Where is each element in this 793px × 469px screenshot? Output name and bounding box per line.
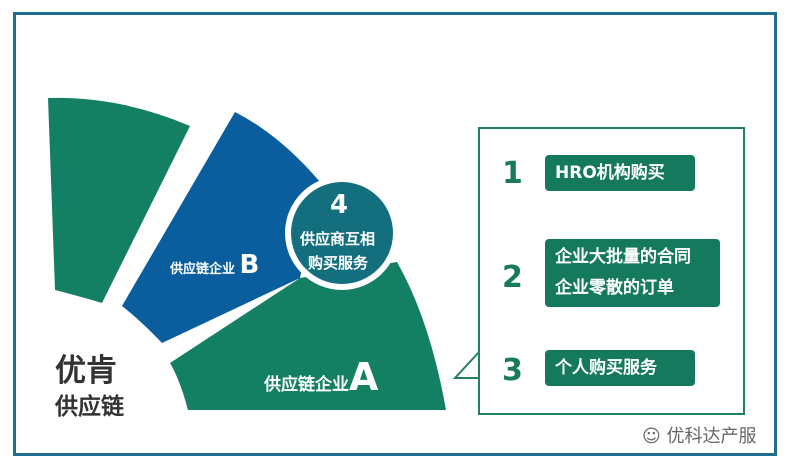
item-1-number: 1 xyxy=(502,156,523,191)
segment-top-green xyxy=(48,97,190,303)
circle-number: 4 xyxy=(330,190,349,220)
item-2-pill: 企业大批量的合同企业零散的订单 xyxy=(545,239,720,307)
brand-title: 优肯 xyxy=(55,353,117,389)
item-2-number: 2 xyxy=(502,260,523,295)
brand-subtitle: 供应链 xyxy=(55,394,124,420)
segment-a-label: 供应链企业A xyxy=(264,355,379,399)
outer-frame xyxy=(13,12,777,456)
circle-line1: 供应商互相 xyxy=(300,230,376,248)
callout-pointer xyxy=(452,351,480,379)
item-3-pill: 个人购买服务 xyxy=(545,350,695,386)
wechat-icon: ☺ xyxy=(642,426,661,447)
center-circle xyxy=(291,182,393,284)
segment-b-label: 供应链企业 B xyxy=(170,250,260,280)
watermark: ☺ 优科达产服 xyxy=(642,426,757,447)
item-1-pill: HRO机构购买 xyxy=(545,155,695,191)
segment-b-blue xyxy=(122,112,320,343)
circle-line2: 购买服务 xyxy=(308,254,369,272)
item-3-number: 3 xyxy=(502,353,523,388)
segment-a-green xyxy=(170,262,446,410)
